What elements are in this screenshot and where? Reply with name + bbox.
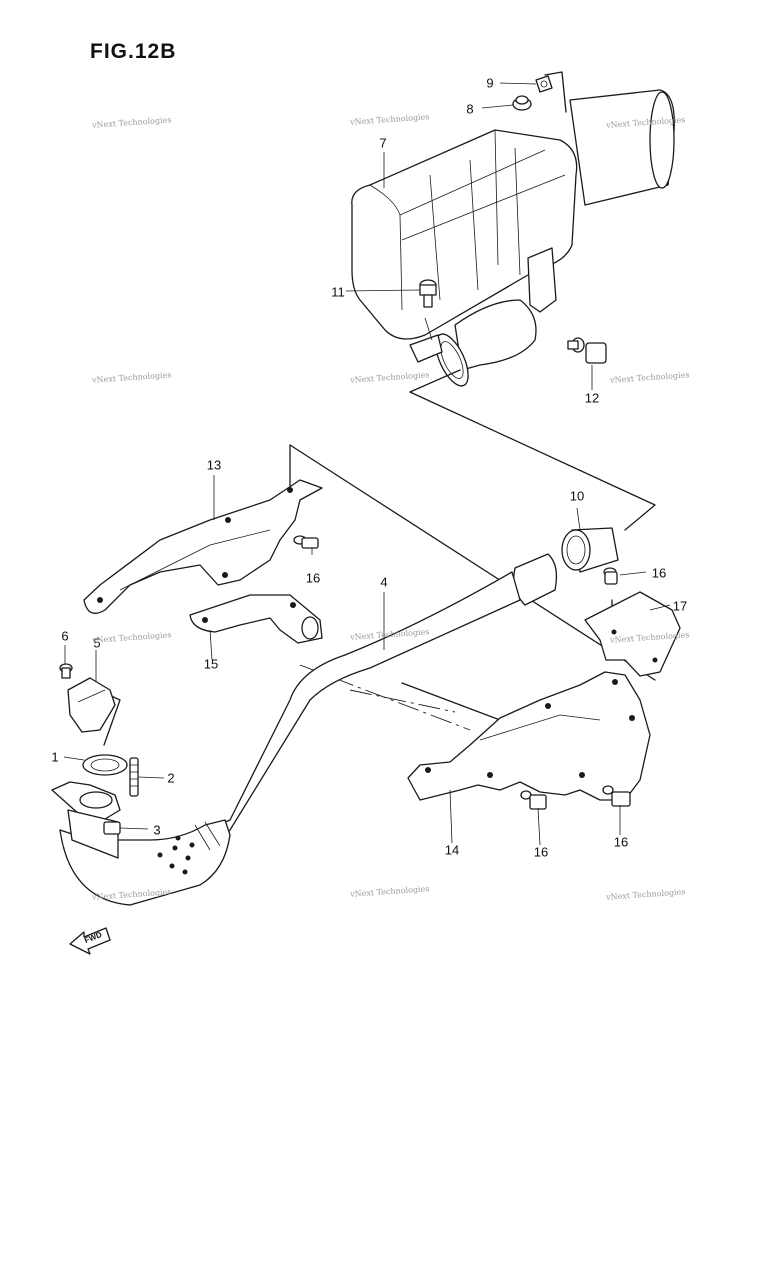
bolt-part-16-lower-middle bbox=[520, 790, 547, 810]
bracket-part-15 bbox=[189, 594, 323, 644]
callout-16-upper-right: 16 bbox=[651, 565, 667, 581]
callout-5: 5 bbox=[93, 635, 101, 651]
muffler-part-7 bbox=[351, 89, 675, 387]
bolt-part-16-upper-left bbox=[293, 535, 319, 549]
callout-10: 10 bbox=[569, 488, 585, 504]
bolt-part-12 bbox=[567, 337, 607, 364]
gasket-part-10 bbox=[561, 527, 619, 573]
bracket-part-17 bbox=[584, 591, 681, 677]
stud-part-2 bbox=[129, 757, 139, 797]
bolt-part-16-lower-right bbox=[602, 785, 631, 807]
bracket-part-13 bbox=[83, 479, 323, 614]
callout-16-upper-left: 16 bbox=[305, 570, 321, 586]
nut-part-9 bbox=[535, 75, 553, 93]
callout-16-lower-right: 16 bbox=[613, 834, 629, 850]
callout-15: 15 bbox=[203, 656, 219, 672]
callout-14: 14 bbox=[444, 842, 460, 858]
callout-9: 9 bbox=[486, 75, 494, 91]
gasket-part-1 bbox=[82, 754, 128, 776]
bolt-part-16-upper-right bbox=[603, 567, 618, 585]
callout-8: 8 bbox=[466, 101, 474, 117]
callout-4: 4 bbox=[380, 574, 388, 590]
callout-3: 3 bbox=[153, 822, 161, 838]
callout-17: 17 bbox=[672, 598, 688, 614]
figure-title: FIG.12B bbox=[90, 40, 177, 63]
callout-2: 2 bbox=[167, 770, 175, 786]
bolt-part-11 bbox=[419, 279, 437, 308]
heat-shield-part-14 bbox=[407, 671, 651, 801]
exhaust-pipe-part-4 bbox=[59, 553, 558, 906]
forward-direction-arrow-icon bbox=[69, 927, 111, 955]
screw-part-6 bbox=[59, 663, 73, 679]
callout-16-lower-middle: 16 bbox=[533, 844, 549, 860]
washer-part-8 bbox=[512, 95, 532, 111]
callout-12: 12 bbox=[584, 390, 600, 406]
callout-11: 11 bbox=[331, 284, 345, 300]
callout-6: 6 bbox=[61, 628, 69, 644]
nut-part-3 bbox=[103, 821, 121, 835]
callout-7: 7 bbox=[379, 135, 387, 151]
assembly-lines bbox=[97, 71, 656, 746]
protector-part-5 bbox=[67, 677, 116, 733]
leader-lines bbox=[63, 82, 671, 846]
callout-13: 13 bbox=[206, 457, 222, 473]
callout-1: 1 bbox=[51, 749, 59, 765]
